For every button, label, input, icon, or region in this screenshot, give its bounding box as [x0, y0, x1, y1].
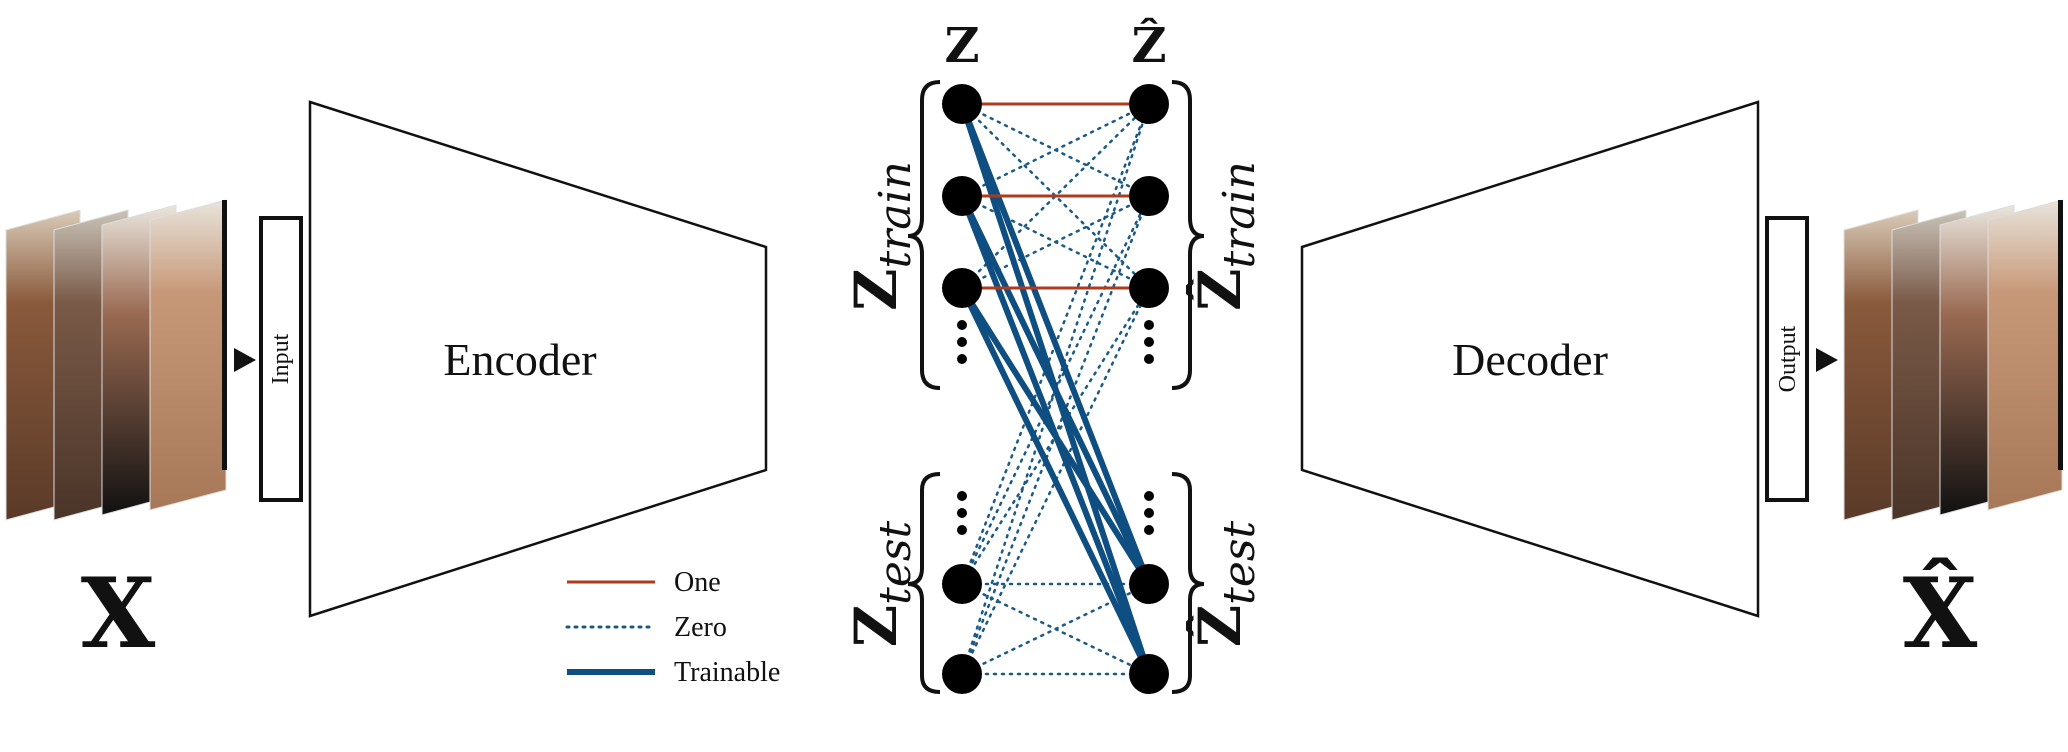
- z-node: [942, 84, 982, 124]
- zhat-train-brace: [1171, 80, 1205, 390]
- latent-connections: [959, 102, 1152, 676]
- z-node: [942, 176, 982, 216]
- zero-connection: [960, 286, 1151, 676]
- zhat-test-brace: [1171, 472, 1205, 694]
- zhat-test-ellipsis: [1144, 491, 1154, 501]
- svg-text:Ztrain: Ztrain: [842, 161, 921, 311]
- zhat-train-ellipsis: [1144, 354, 1154, 364]
- z-column-label: Z: [944, 18, 979, 74]
- svg-text:Ẑtrain: Ẑtrain: [1186, 161, 1265, 311]
- zhat-node: [1129, 654, 1169, 694]
- input-image-stack: [5, 199, 227, 521]
- zhat-node: [1129, 268, 1169, 308]
- decoder-block: [1300, 100, 1760, 618]
- z-test-ellipsis: [957, 491, 967, 501]
- encoder-label: Encoder: [443, 334, 596, 385]
- input-box-label: Input: [268, 333, 294, 384]
- z-train-ellipsis: [957, 320, 967, 330]
- z-train-ellipsis: [957, 337, 967, 347]
- output-image-stack: [1843, 199, 2063, 521]
- legend-trainable-label: Trainable: [674, 657, 780, 688]
- zhat-train-ellipsis: [1144, 320, 1154, 330]
- z-node: [942, 654, 982, 694]
- z-train-ellipsis: [957, 354, 967, 364]
- z-train-brace: [907, 80, 941, 390]
- output-box: [1765, 216, 1809, 502]
- svg-text:Ztest: Ztest: [842, 521, 921, 648]
- zhat-train-label: Ẑtrain: [1186, 161, 1265, 311]
- z-node: [942, 564, 982, 604]
- zhat-node: [1129, 84, 1169, 124]
- trainable-connection: [959, 286, 1152, 676]
- legend-zero-label: Zero: [674, 612, 727, 643]
- output-box-label: Output: [1775, 325, 1801, 392]
- encoder-block: [308, 100, 768, 618]
- trainable-connection: [959, 286, 1152, 586]
- zhat-node: [1129, 564, 1169, 604]
- zhat-test-label: Ẑtest: [1186, 521, 1265, 648]
- svg-text:Ẑtest: Ẑtest: [1186, 521, 1265, 648]
- input-x-label: X: [81, 557, 156, 670]
- z-test-label: Ztest: [842, 521, 921, 648]
- zhat-node: [1129, 176, 1169, 216]
- zero-connection: [960, 582, 1151, 676]
- input-face-image-4: [149, 199, 227, 511]
- input-box: [259, 216, 303, 502]
- z-train-label: Ztrain: [842, 161, 921, 311]
- trainable-connection: [959, 102, 1152, 586]
- decoder-label: Decoder: [1452, 334, 1608, 385]
- zhat-test-ellipsis: [1144, 525, 1154, 535]
- latent-nodes: [942, 84, 1169, 694]
- zhat-test-ellipsis: [1144, 508, 1154, 518]
- zhat-column-label: Ẑ: [1131, 17, 1166, 74]
- output-xhat-label: X̂: [1903, 557, 1978, 670]
- output-face-image-4: [1987, 199, 2063, 511]
- z-test-ellipsis: [957, 508, 967, 518]
- trainable-connection: [959, 194, 1152, 586]
- z-test-ellipsis: [957, 525, 967, 535]
- legend-one-label: One: [674, 567, 721, 598]
- output-arrow-icon: [1816, 348, 1838, 372]
- input-arrow-icon: [234, 348, 256, 372]
- z-node: [942, 268, 982, 308]
- z-test-brace: [907, 472, 941, 694]
- zhat-train-ellipsis: [1144, 337, 1154, 347]
- legend: One Zero Trainable: [565, 567, 780, 688]
